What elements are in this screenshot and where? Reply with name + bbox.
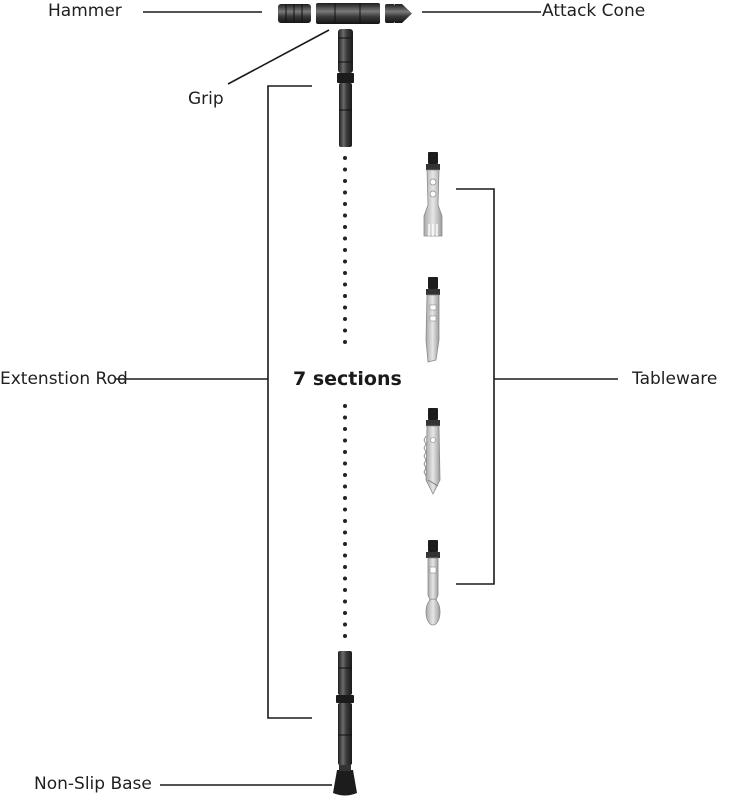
rod-dot — [343, 599, 347, 604]
rod-dot — [343, 530, 347, 535]
rod-dot — [343, 461, 347, 466]
extension-rod-bracket — [267, 85, 312, 719]
rod-dot — [343, 236, 347, 241]
rod-dot — [343, 282, 347, 287]
rod-dot — [343, 294, 347, 298]
rod-dot — [343, 542, 347, 546]
rod-dot — [343, 588, 347, 592]
tableware-bracket — [456, 188, 495, 585]
label-extension-rod: Extenstion Rod — [0, 369, 128, 389]
label-attack-cone: Attack Cone — [542, 1, 646, 21]
rod-dot — [343, 473, 347, 477]
rod-dot — [343, 496, 347, 500]
leader-lines — [116, 11, 618, 786]
dotted-rod-indicator-top — [343, 156, 347, 344]
rod-dot — [343, 328, 347, 333]
rod-dot — [343, 576, 347, 581]
rod-dot — [343, 611, 347, 615]
saw-icon — [423, 408, 441, 495]
attack-cone-icon — [385, 4, 412, 23]
rod-dot — [343, 340, 347, 344]
rod-dot — [343, 507, 347, 512]
upper-rod — [337, 29, 354, 147]
rod-dot — [343, 271, 347, 275]
rod-dot — [343, 259, 347, 264]
label-tableware: Tableware — [632, 369, 718, 389]
rod-dot — [343, 634, 347, 638]
rod-dot — [343, 213, 347, 218]
spoon-icon — [425, 540, 441, 626]
lower-rod — [336, 651, 354, 765]
rod-dot — [343, 565, 347, 569]
rod-dot — [343, 248, 347, 252]
label-grip: Grip — [188, 89, 224, 109]
non-slip-base-icon — [333, 765, 357, 796]
rod-dot — [343, 190, 347, 195]
label-hammer: Hammer — [48, 1, 122, 21]
rod-dot — [343, 484, 347, 489]
rod-dot — [343, 415, 347, 420]
rod-dot — [343, 450, 347, 454]
label-sections: 7 sections — [290, 366, 405, 392]
rod-dot — [343, 404, 347, 408]
rod-dot — [343, 427, 347, 431]
rod-dot — [343, 438, 347, 443]
grip-leader — [227, 29, 330, 85]
label-non-slip-base: Non-Slip Base — [34, 774, 152, 794]
fork-icon — [423, 152, 443, 237]
rod-dot — [343, 167, 347, 172]
rod-dot — [343, 553, 347, 558]
rod-dot — [343, 179, 347, 183]
rod-dot — [343, 202, 347, 206]
knife-icon — [425, 277, 440, 363]
rod-dot — [343, 622, 347, 627]
hammer-icon — [278, 3, 380, 24]
rod-dot — [343, 156, 347, 160]
rod-dot — [343, 225, 347, 229]
rod-dot — [343, 305, 347, 310]
dotted-rod-indicator-bottom — [343, 404, 347, 638]
rod-dot — [343, 317, 347, 321]
rod-dot — [343, 519, 347, 523]
